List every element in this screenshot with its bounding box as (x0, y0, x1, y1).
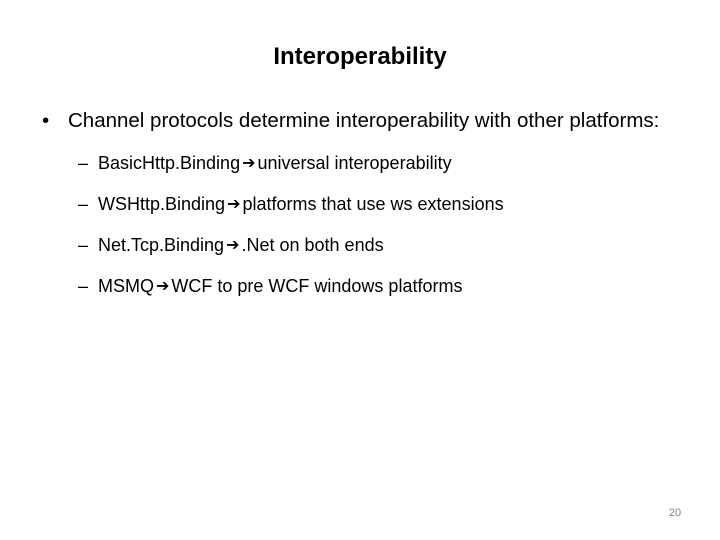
bullet-dot-icon: • (42, 109, 50, 132)
sub-bullet-item-wshttpbinding: –WSHttp.Binding➔platforms that use ws ex… (36, 190, 686, 219)
arrow-right-icon: ➔ (227, 194, 241, 213)
dash-marker-icon: – (78, 153, 89, 173)
slide-body: • Channel protocols determine interopera… (36, 106, 686, 313)
arrow-right-icon: ➔ (242, 153, 256, 172)
sub-bullet-description: WCF to pre WCF windows platforms (171, 276, 463, 296)
sub-bullet-item-basichttpbinding: –BasicHttp.Binding➔universal interoperab… (36, 149, 686, 178)
sub-bullet-list: –BasicHttp.Binding➔universal interoperab… (36, 149, 686, 301)
sub-bullet-description: platforms that use ws extensions (242, 194, 504, 214)
sub-bullet-item-nettcpbinding: –Net.Tcp.Binding➔.Net on both ends (36, 231, 686, 260)
sub-bullet-term: WSHttp.Binding (98, 194, 226, 214)
page-number: 20 (668, 507, 682, 519)
sub-bullet-term: BasicHttp.Binding (98, 153, 241, 173)
bullet-item-level1: • Channel protocols determine interopera… (36, 106, 686, 136)
page-title: Interoperability (273, 43, 447, 70)
arrow-right-icon: ➔ (156, 276, 170, 295)
sub-bullet-term: MSMQ (98, 276, 154, 296)
arrow-right-icon: ➔ (226, 235, 240, 254)
dash-marker-icon: – (78, 235, 89, 255)
sub-bullet-term: Net.Tcp.Binding (98, 235, 225, 255)
bullet-level1-text: Channel protocols determine interoperabi… (68, 109, 660, 132)
sub-bullet-description: .Net on both ends (241, 235, 384, 255)
sub-bullet-item-msmq: –MSMQ➔WCF to pre WCF windows platforms (36, 272, 686, 301)
sub-bullet-description: universal interoperability (257, 153, 452, 173)
dash-marker-icon: – (78, 194, 89, 214)
dash-marker-icon: – (78, 276, 89, 296)
